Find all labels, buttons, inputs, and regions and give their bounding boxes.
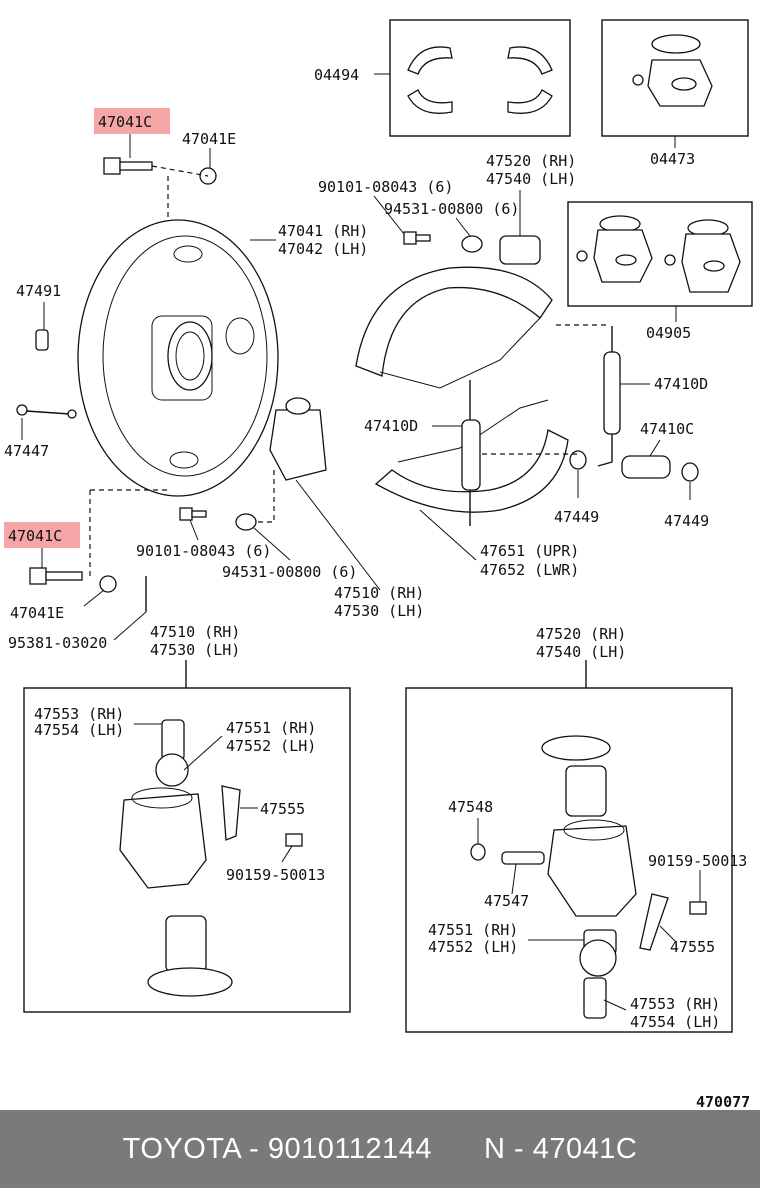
label-47410C: 47410C	[640, 420, 694, 438]
diagram-ref-number: 470077	[696, 1093, 750, 1110]
wheel-cylinder-47510-icon	[269, 397, 327, 481]
cylinder-body-left-icon	[119, 787, 207, 889]
pin-47447-icon	[16, 404, 77, 419]
adjuster-right-icon	[579, 929, 617, 1019]
label-47410D-left: 47410D	[364, 417, 418, 435]
label-94531-mid: 94531-00800 (6)	[222, 563, 357, 581]
cap-47548-icon	[470, 843, 486, 861]
brake-shoe-set-icon	[407, 46, 553, 114]
label-47540-lh-top: 47540 (LH)	[486, 170, 576, 188]
label-47651: 47651 (UPR)	[480, 542, 579, 560]
highlight-47041C-bottom	[4, 522, 80, 548]
piston-left-icon	[147, 915, 233, 997]
spring-47410D-right-icon	[597, 326, 621, 467]
footer-bar: TOYOTA - 9010112144 N - 47041C	[0, 1110, 760, 1188]
footer-brand-part-number: TOYOTA - 9010112144	[122, 1132, 433, 1165]
label-47410D-right: 47410D	[654, 375, 708, 393]
label-47551-rh-right: 47551 (RH)	[428, 921, 518, 939]
bolt-bottom-icon	[29, 567, 117, 593]
washer-94531-top-icon	[461, 235, 483, 253]
footer-reference-code: N - 47041C	[484, 1132, 638, 1165]
lever-47555-left-icon	[221, 785, 241, 841]
label-47554-lh-right: 47554 (LH)	[630, 1013, 720, 1031]
label-47041E-top: 47041E	[182, 130, 236, 148]
label-47449-b: 47449	[664, 512, 709, 530]
highlight-47041C-top	[94, 108, 170, 134]
label-47510-rh-mid: 47510 (RH)	[334, 584, 424, 602]
bolt-90101-mid-icon	[179, 507, 207, 521]
label-90101-mid: 90101-08043 (6)	[136, 542, 271, 560]
retainer-47449-b-icon	[681, 462, 699, 482]
brake-assembly-diagram: 04494 04473 04905 47041C 47041E 47041 (R…	[4, 19, 753, 1110]
label-47449-a: 47449	[554, 508, 599, 526]
label-47553-rh-left: 47553 (RH)	[34, 705, 124, 723]
label-47041C-top: 47041C	[98, 113, 152, 131]
label-47520-rh-top: 47520 (RH)	[486, 152, 576, 170]
bolt-90101-top-icon	[403, 231, 431, 245]
lever-47555-right-icon	[639, 893, 669, 951]
cylinder-body-right-icon	[547, 819, 637, 917]
spring-47410D-left-icon	[461, 380, 481, 526]
label-90159-left: 90159-50013	[226, 866, 325, 884]
label-47555-left: 47555	[260, 800, 305, 818]
label-04494: 04494	[314, 66, 359, 84]
label-47540-lh-box: 47540 (LH)	[536, 643, 626, 661]
retainer-47449-a-icon	[569, 450, 587, 470]
bolt-top-icon	[103, 157, 217, 185]
backing-plate-icon	[77, 219, 279, 497]
label-47447: 47447	[4, 442, 49, 460]
label-94531-top: 94531-00800 (6)	[384, 200, 519, 218]
label-90159-right: 90159-50013	[648, 852, 747, 870]
cylinder-47510-detail-box	[23, 687, 351, 1013]
label-04905: 04905	[646, 324, 691, 342]
adjuster-screw-left-icon	[155, 719, 189, 787]
wheel-cylinder-kit-icon	[632, 34, 713, 107]
label-95381: 95381-03020	[8, 634, 107, 652]
label-47520-rh-box: 47520 (RH)	[536, 625, 626, 643]
label-47547: 47547	[484, 892, 529, 910]
leader-lines	[21, 73, 701, 1011]
screw-90159-right-icon	[689, 901, 707, 915]
label-47510-rh-box: 47510 (RH)	[150, 623, 240, 641]
screw-90159-left-icon	[285, 833, 303, 847]
cylinder-47520-detail-box	[405, 687, 733, 1033]
label-47552-lh-right: 47552 (LH)	[428, 938, 518, 956]
label-47551-rh-left: 47551 (RH)	[226, 719, 316, 737]
label-04473: 04473	[650, 150, 695, 168]
plug-47491-icon	[35, 329, 49, 351]
label-47041E-bottom: 47041E	[10, 604, 64, 622]
label-47530-lh-mid: 47530 (LH)	[334, 602, 424, 620]
label-47552-lh-left: 47552 (LH)	[226, 737, 316, 755]
label-47555-right: 47555	[670, 938, 715, 956]
cup-kit-box	[567, 201, 753, 307]
label-47491: 47491	[16, 282, 61, 300]
label-47652: 47652 (LWR)	[480, 561, 579, 579]
cup-right-icon	[541, 735, 611, 817]
bleeder-47547-icon	[501, 851, 545, 865]
label-47041C-bottom: 47041C	[8, 527, 62, 545]
label-47553-rh-right: 47553 (RH)	[630, 995, 720, 1013]
label-47530-lh-box: 47530 (LH)	[150, 641, 240, 659]
upper-shoe-icon	[355, 235, 553, 389]
label-90101-top: 90101-08043 (6)	[318, 178, 453, 196]
label-47042-lh: 47042 (LH)	[278, 240, 368, 258]
label-47041-rh: 47041 (RH)	[278, 222, 368, 240]
cylinder-cup-kit-icon	[576, 215, 741, 293]
lower-shoe-icon	[374, 399, 569, 513]
shoe-kit-box	[389, 19, 571, 137]
spring-47410C-icon	[621, 455, 671, 479]
label-47548: 47548	[448, 798, 493, 816]
washer-94531-mid-icon	[235, 513, 257, 531]
label-47554-lh-left: 47554 (LH)	[34, 721, 124, 739]
